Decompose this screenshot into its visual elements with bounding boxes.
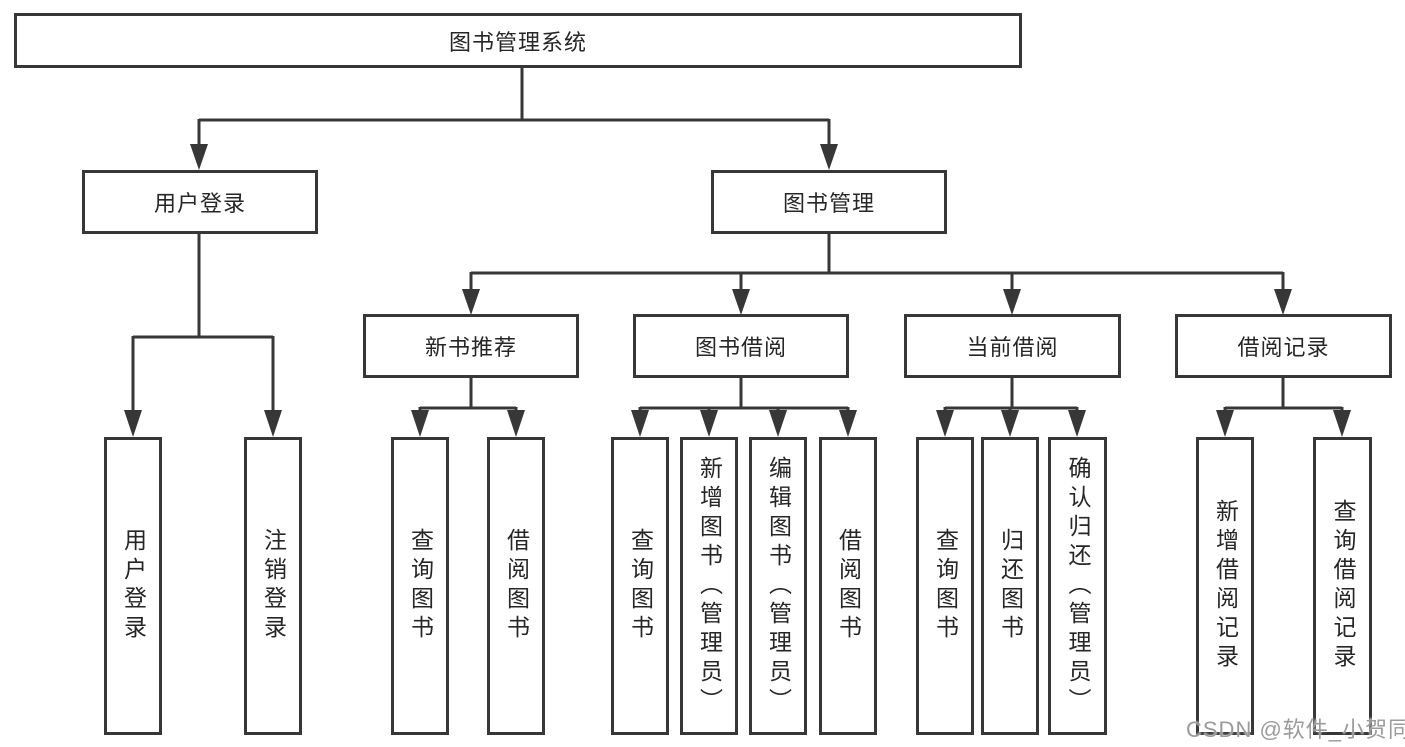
node-leaf-logout: 注销登录 [244, 437, 302, 735]
node-leaf-borrow-books: 借阅图书 [819, 437, 877, 735]
node-leaf-add-borrow-record: 新增借阅记录 [1196, 437, 1254, 735]
node-leaf-query-books-borrow: 查询图书 [611, 437, 669, 735]
node-book-management: 图书管理 [711, 170, 947, 234]
node-leaf-confirm-return-admin: 确认归还（管理员） [1048, 437, 1107, 735]
node-new-book-recommendation: 新书推荐 [363, 314, 579, 378]
node-leaf-return-book: 归还图书 [981, 437, 1039, 735]
node-library-management-system: 图书管理系统 [14, 13, 1022, 68]
node-current-borrowing: 当前借阅 [904, 314, 1121, 378]
node-leaf-query-books-current: 查询图书 [916, 437, 974, 735]
watermark: CSDN @软件_小贺同学 [1186, 717, 1405, 742]
node-leaf-user-login: 用户登录 [104, 437, 162, 735]
node-leaf-add-book-admin: 新增图书（管理员） [680, 437, 738, 735]
node-leaf-query-books-recommend: 查询图书 [391, 437, 449, 735]
node-user-login: 用户登录 [82, 170, 318, 234]
node-borrowing-records: 借阅记录 [1175, 314, 1392, 378]
node-leaf-query-borrow-record: 查询借阅记录 [1313, 437, 1372, 735]
node-book-borrowing: 图书借阅 [633, 314, 849, 378]
node-leaf-borrow-books-recommend: 借阅图书 [487, 437, 545, 735]
node-leaf-edit-book-admin: 编辑图书（管理员） [749, 437, 807, 735]
